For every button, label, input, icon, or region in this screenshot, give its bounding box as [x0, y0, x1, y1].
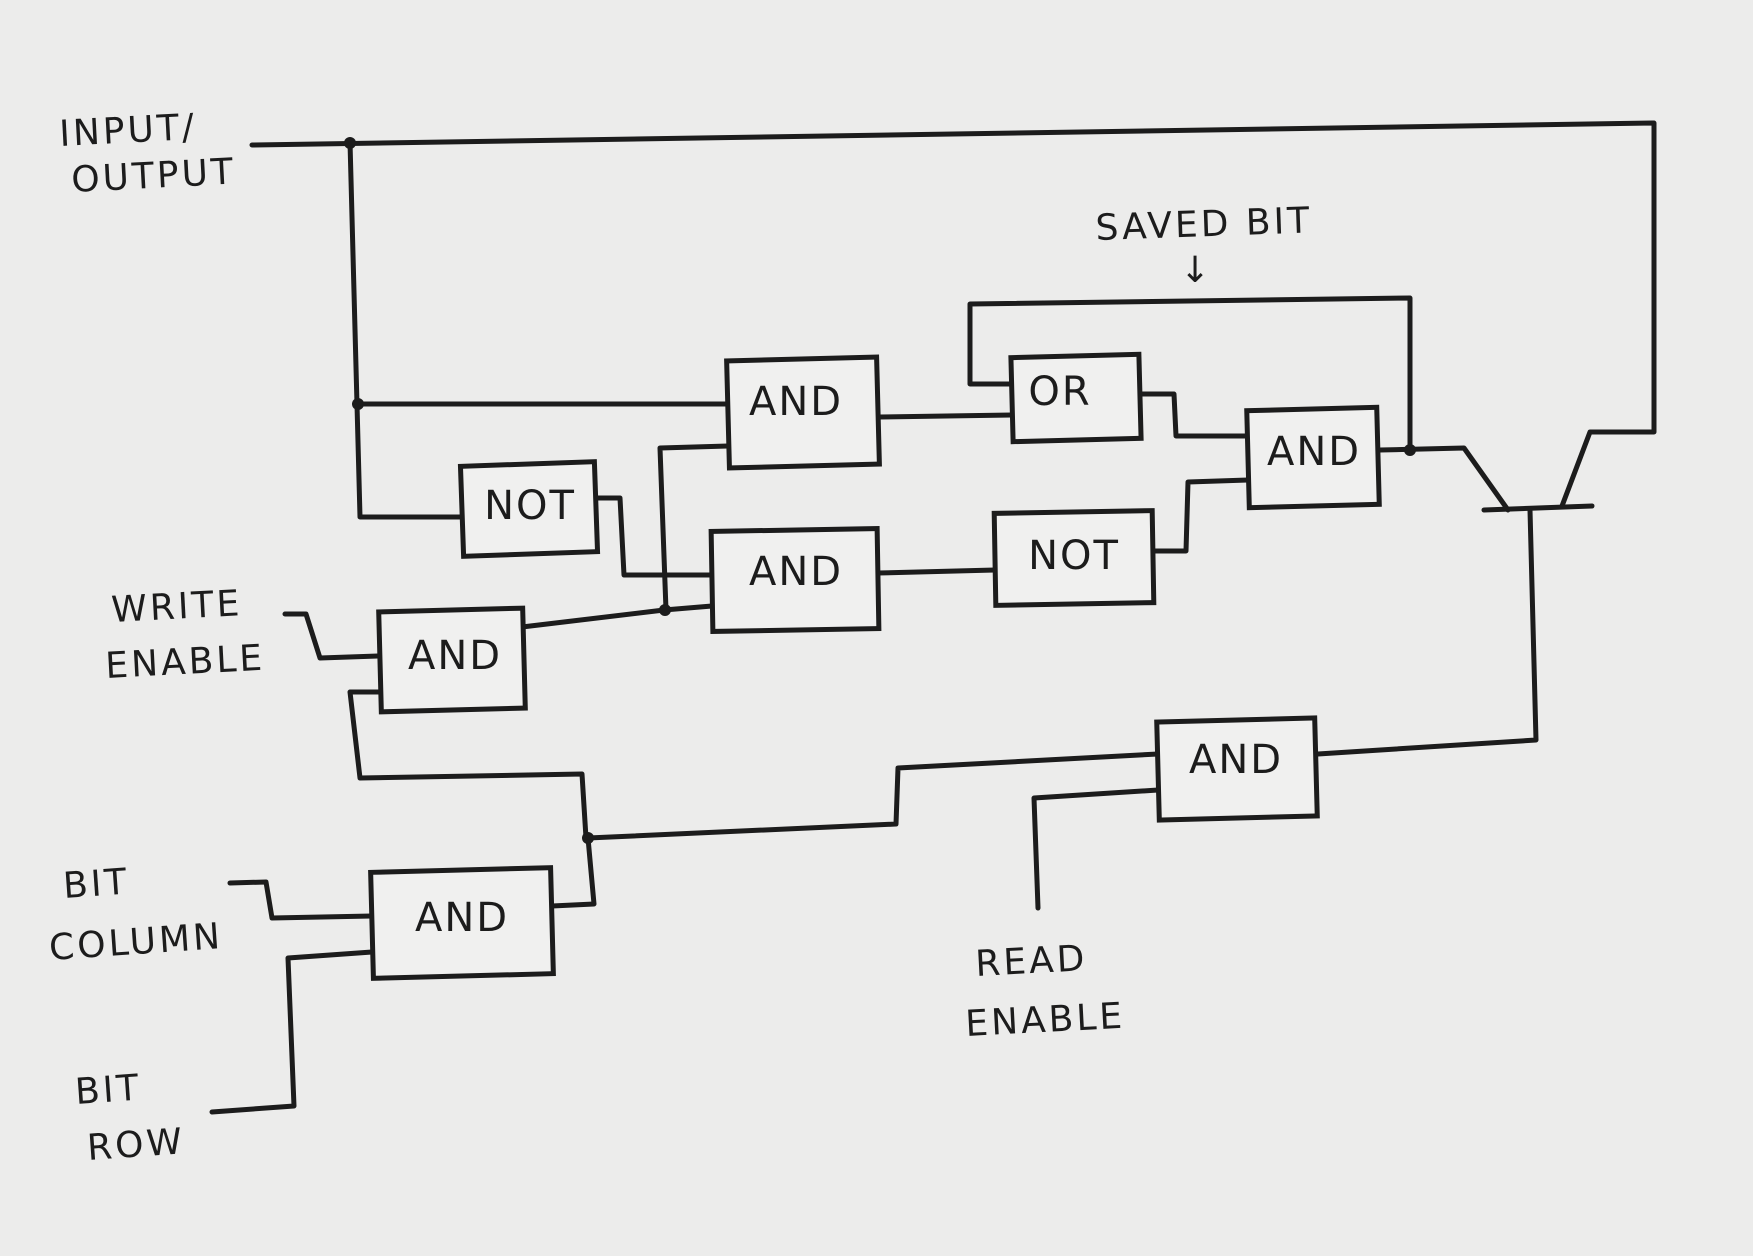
label-bit-row-line2: ROW — [86, 1121, 187, 1169]
wire-read-enable-in — [1031, 787, 1161, 911]
junction-saved-bit — [1404, 444, 1416, 456]
wire-io-vertical — [347, 139, 463, 520]
wire-and-right-to-transistor — [1377, 445, 1511, 513]
label-saved-bit: SAVED BIT — [1095, 200, 1313, 249]
wire-write-enable-in — [282, 611, 381, 661]
junction-io-top — [344, 137, 356, 149]
gate-or: OR — [1008, 351, 1144, 445]
wire-select-and-out — [549, 751, 1161, 909]
wire-not-right-to-and-right — [1151, 477, 1251, 554]
label-input-output-line1: INPUT/ — [58, 107, 198, 155]
gate-and-mid: AND — [708, 526, 882, 634]
wire-not-left-to-and-mid — [595, 495, 715, 578]
label-bit-column-line1: BIT — [62, 861, 131, 907]
gate-and-read-label: AND — [1189, 737, 1283, 783]
gate-not-left-label: NOT — [484, 483, 576, 529]
gate-and-write-label: AND — [408, 633, 502, 679]
gates: AND OR AND NOT AND NOT AND AND — [368, 351, 1382, 981]
gate-or-label: OR — [1028, 369, 1091, 415]
gate-and-select-label: AND — [415, 895, 509, 941]
gate-and-write: AND — [376, 605, 528, 715]
label-write-enable-line2: ENABLE — [104, 638, 266, 687]
gate-and-right: AND — [1244, 404, 1382, 511]
wire-or-to-and-right — [1137, 391, 1251, 439]
junction-select — [582, 832, 594, 844]
label-read-enable-line1: READ — [974, 938, 1088, 985]
wire-select-to-write-and — [347, 689, 589, 841]
wire-io-top — [249, 120, 1657, 509]
junction-dots — [344, 137, 1416, 844]
gate-and-right-label: AND — [1267, 429, 1361, 475]
gate-and-top: AND — [724, 354, 882, 471]
gate-not-left: NOT — [457, 459, 601, 559]
gate-not-right-label: NOT — [1028, 533, 1120, 579]
labels: INPUT/ OUTPUT SAVED BIT ↓ WRITE ENABLE B… — [48, 107, 1313, 1169]
wires — [209, 120, 1657, 1115]
gate-not-right: NOT — [991, 508, 1157, 608]
wire-bit-column-in — [227, 879, 375, 921]
label-input-output-line2: OUTPUT — [70, 151, 237, 201]
wire-transistor-bar — [1481, 503, 1595, 513]
label-bit-column-line2: COLUMN — [48, 916, 225, 969]
wire-write-and-to-and-mid — [519, 603, 715, 630]
gate-and-read: AND — [1154, 715, 1320, 823]
gate-and-select: AND — [368, 865, 556, 981]
saved-bit-arrow-icon: ↓ — [1180, 250, 1213, 291]
label-read-enable-line2: ENABLE — [964, 996, 1126, 1045]
wire-and-top-to-or — [877, 412, 1015, 420]
wire-transistor-to-and-read — [1315, 507, 1539, 757]
label-bit-row-line1: BIT — [74, 1067, 143, 1113]
wire-saved-bit-loop — [967, 295, 1413, 453]
label-write-enable-line1: WRITE — [110, 583, 243, 631]
wire-write-branch-to-and-top — [657, 443, 731, 613]
gate-and-mid-label: AND — [749, 549, 843, 595]
junction-io-branch — [352, 398, 364, 410]
wire-bit-row-in — [209, 949, 375, 1115]
wire-and-mid-to-not-right — [875, 567, 998, 576]
gate-and-top-label: AND — [749, 379, 843, 425]
junction-write — [659, 604, 671, 616]
